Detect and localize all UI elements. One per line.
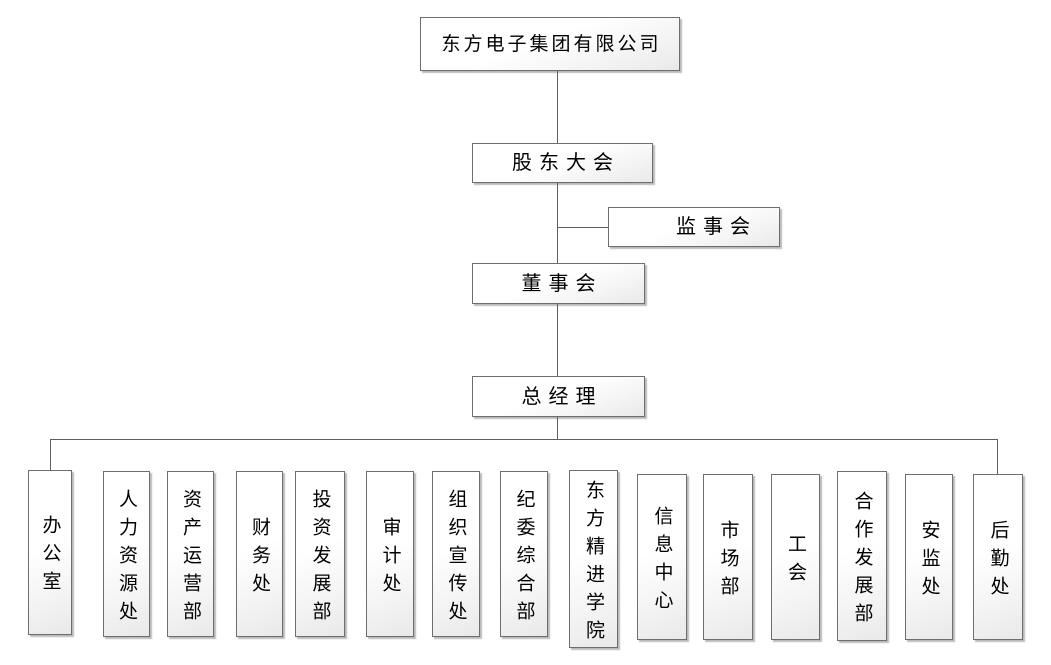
node-dept-asset-operations: 资产运营部 <box>167 471 214 637</box>
board-of-directors-label: 董事会 <box>521 272 603 295</box>
node-dept-finance: 财务处 <box>236 471 283 637</box>
node-dept-logistics: 后勤处 <box>973 474 1023 640</box>
connector-board-to-general-manager <box>557 304 558 376</box>
node-dept-labor-union: 工会 <box>771 474 820 640</box>
connector-department-rail <box>50 439 998 440</box>
department-label: 东方精进学院 <box>583 479 604 648</box>
department-label: 信息中心 <box>651 505 673 618</box>
node-dept-investment-development: 投资发展部 <box>295 471 345 637</box>
node-dept-audit: 审计处 <box>366 471 414 637</box>
department-label: 工会 <box>785 533 806 590</box>
node-company: 东方电子集团有限公司 <box>420 17 680 71</box>
node-general-manager: 总经理 <box>472 376 645 417</box>
department-label: 办公室 <box>39 515 61 599</box>
connector-rail-left-drop <box>50 439 51 470</box>
department-label: 组织宣传处 <box>445 488 467 629</box>
connector-general-manager-to-rail <box>557 417 558 439</box>
department-label: 审计处 <box>379 516 401 601</box>
department-label: 投资发展部 <box>309 488 331 629</box>
node-dept-general-office: 办公室 <box>28 470 72 635</box>
department-label: 人力资源处 <box>116 488 137 629</box>
general-manager-label: 总经理 <box>521 385 603 408</box>
node-dept-information-center: 信息中心 <box>637 474 687 640</box>
connector-shareholders-to-board <box>557 183 558 263</box>
node-dept-organization-publicity: 组织宣传处 <box>432 471 480 637</box>
node-dept-human-resources: 人力资源处 <box>103 471 150 637</box>
connector-rail-right-drop <box>997 439 998 474</box>
connector-company-to-shareholders <box>557 71 558 143</box>
node-shareholders-meeting: 股东大会 <box>472 143 653 183</box>
department-label: 市场部 <box>717 519 739 604</box>
department-label: 资产运营部 <box>180 488 201 629</box>
node-dept-safety-supervision: 安监处 <box>905 474 953 640</box>
department-label: 安监处 <box>918 519 940 604</box>
department-label: 合作发展部 <box>851 490 873 631</box>
node-dept-cooperation-development: 合作发展部 <box>837 471 887 641</box>
connector-branch-to-supervisory <box>557 227 608 228</box>
node-dept-discipline-committee: 纪委综合部 <box>500 471 548 637</box>
supervisory-board-label: 监事会 <box>676 216 757 238</box>
node-dept-dongfang-jingjin-academy: 东方精进学院 <box>569 470 618 648</box>
shareholders-meeting-label: 股东大会 <box>512 152 620 174</box>
department-label: 后勤处 <box>987 519 1009 604</box>
node-supervisory-board: 监事会 <box>608 207 780 247</box>
node-board-of-directors: 董事会 <box>472 263 645 304</box>
department-label: 纪委综合部 <box>513 488 535 629</box>
node-dept-marketing: 市场部 <box>703 474 753 640</box>
department-label: 财务处 <box>249 516 270 601</box>
company-label: 东方电子集团有限公司 <box>441 33 662 55</box>
